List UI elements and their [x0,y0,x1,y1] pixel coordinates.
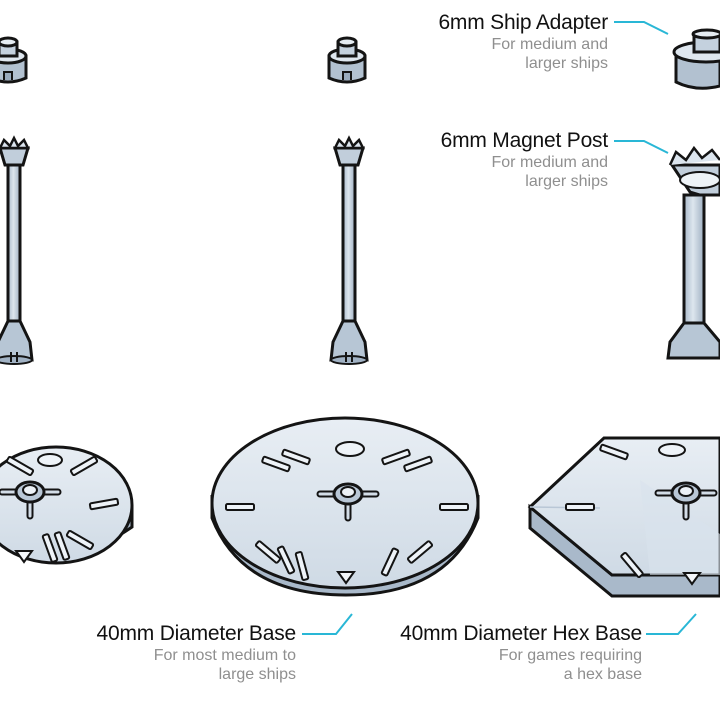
magnet-post-left [0,136,34,366]
hex-base-label: 40mm Diameter Hex Base For games requiri… [400,622,642,684]
ship-adapter-center [327,36,367,84]
callout-magnet-post [614,140,669,154]
magnet-post-desc-line1: For medium and [491,154,609,171]
hex-base-right [527,436,720,598]
hex-base-desc-line2: a hex base [563,666,642,683]
hex-base-title: 40mm Diameter Hex Base [400,622,642,645]
magnet-post-title: 6mm Magnet Post [440,129,609,152]
hex-base-desc-line1: For games requiring [498,647,642,664]
callout-ship-adapter [614,21,669,35]
magnet-post-right [666,145,720,360]
magnet-post-label: 6mm Magnet Post For medium and larger sh… [440,129,609,191]
ship-adapter-left [0,36,28,84]
magnet-post-center [329,136,369,366]
callout-diameter-base [302,613,353,635]
ship-adapter-right [672,28,720,90]
diameter-base-desc-line2: large ships [218,666,296,683]
ship-adapter-label: 6mm Ship Adapter For medium and larger s… [438,11,608,73]
diameter-base-desc-line1: For most medium to [153,647,296,664]
diameter-base-left [0,445,134,565]
diameter-base-title: 40mm Diameter Base [96,622,297,645]
diameter-base-center [210,416,480,597]
ship-adapter-title: 6mm Ship Adapter [438,11,608,34]
magnet-post-desc-line2: larger ships [525,173,608,190]
ship-adapter-desc-line2: larger ships [525,55,608,72]
ship-adapter-desc-line1: For medium and [491,36,609,53]
callout-lines [302,21,697,635]
diameter-base-label: 40mm Diameter Base For most medium to la… [96,622,297,684]
callout-hex-base [646,613,697,635]
